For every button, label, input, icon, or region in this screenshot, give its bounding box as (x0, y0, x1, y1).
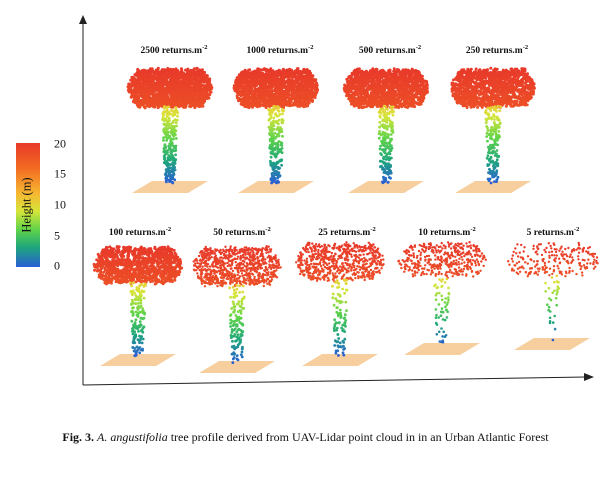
colorbar-tick-0: 0 (54, 258, 60, 273)
colorbar-tick-5: 5 (54, 228, 60, 243)
caption-text: tree profile derived from UAV-Lidar poin… (167, 430, 549, 444)
caption-figure-number: Fig. 3. (62, 430, 95, 444)
panel-label-25: 25 returns.m-2 (318, 226, 376, 239)
colorbar-tick-20: 20 (54, 136, 66, 151)
ground-plane (238, 181, 314, 193)
tree-profile (92, 245, 184, 366)
x-axis-line (82, 376, 587, 386)
tree-profile (232, 67, 320, 193)
tree-profile (507, 241, 599, 350)
tree-profile (450, 66, 536, 193)
colorbar-tick-15: 15 (54, 166, 66, 181)
tree-profile (295, 241, 385, 366)
point-cloud-canvas (79, 15, 599, 386)
panel-label-5: 5 returns.m-2 (526, 226, 580, 239)
tree-profile (126, 66, 214, 193)
ground-plane (100, 354, 176, 366)
ground-plane (348, 181, 424, 193)
tree-profile (397, 241, 487, 355)
ground-plane (302, 354, 378, 366)
figure-caption: Fig. 3. A. angustifolia tree profile der… (0, 426, 611, 449)
panel-label-50: 50 returns.m-2 (213, 226, 271, 239)
tree-panels (92, 66, 599, 373)
x-axis-arrow-icon (584, 373, 594, 381)
colorbar-title: Height (m) (19, 177, 34, 233)
tree-profile-figure: 2500 returns.m-2 1000 returns.m-2 500 re… (16, 15, 599, 386)
tree-profile (192, 245, 282, 373)
panel-label-250: 250 returns.m-2 (465, 44, 529, 57)
panel-label-10: 10 returns.m-2 (418, 226, 476, 239)
panel-label-100: 100 returns.m-2 (108, 226, 172, 239)
tree-profile (342, 67, 429, 193)
ground-plane (455, 181, 531, 193)
ground-plane (132, 181, 208, 193)
axes (79, 15, 594, 386)
caption-species: A. angustifolia (97, 430, 168, 444)
colorbar-tick-10: 10 (54, 197, 66, 212)
panel-label-500: 500 returns.m-2 (358, 44, 422, 57)
height-colorbar (16, 143, 40, 267)
ground-plane (514, 338, 590, 350)
ground-plane (404, 343, 480, 355)
y-axis-arrow-icon (79, 15, 87, 24)
ground-plane (199, 361, 275, 373)
panel-label-1000: 1000 returns.m-2 (246, 44, 314, 57)
panel-label-2500: 2500 returns.m-2 (140, 44, 208, 57)
